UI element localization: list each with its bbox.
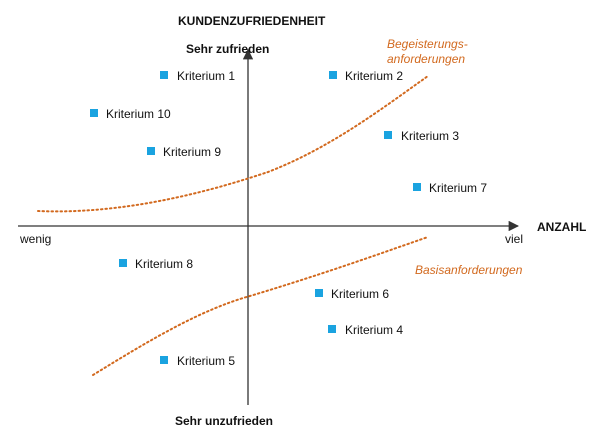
- criterion-label: Kriterium 4: [345, 323, 403, 337]
- left-axis-label: wenig: [19, 232, 51, 246]
- criterion-label: Kriterium 7: [429, 181, 487, 195]
- criterion-label: Kriterium 10: [106, 107, 171, 121]
- right-axis-label: viel: [505, 232, 523, 246]
- criterion-10: Kriterium 10: [90, 107, 171, 121]
- criterion-label: Kriterium 1: [177, 69, 235, 83]
- criterion-7: Kriterium 7: [413, 181, 487, 195]
- criterion-label: Kriterium 8: [135, 257, 193, 271]
- criterion-marker: [315, 289, 323, 297]
- criterion-marker: [328, 325, 336, 333]
- criterion-marker: [329, 71, 337, 79]
- criterion-3: Kriterium 3: [384, 129, 459, 143]
- criterion-8: Kriterium 8: [119, 257, 193, 271]
- criterion-6: Kriterium 6: [315, 287, 389, 301]
- criterion-4: Kriterium 4: [328, 323, 403, 337]
- bottom-axis-label: Sehr unzufrieden: [175, 414, 273, 428]
- criterion-label: Kriterium 9: [163, 145, 221, 159]
- x-axis-title: ANZAHL: [537, 220, 586, 234]
- criterion-1: Kriterium 1: [160, 69, 235, 83]
- criterion-marker: [90, 109, 98, 117]
- criterion-label: Kriterium 3: [401, 129, 459, 143]
- lower-curve-label: Basisanforderungen: [415, 263, 523, 277]
- criterion-5: Kriterium 5: [160, 354, 235, 368]
- criterion-label: Kriterium 5: [177, 354, 235, 368]
- criterion-marker: [413, 183, 421, 191]
- criterion-2: Kriterium 2: [329, 69, 403, 83]
- criterion-marker: [160, 356, 168, 364]
- lower-curve: [92, 236, 429, 376]
- diagram-title: KUNDENZUFRIEDENHEIT: [178, 14, 326, 28]
- criterion-marker: [147, 147, 155, 155]
- top-axis-label: Sehr zufrieden: [186, 42, 269, 56]
- criterion-9: Kriterium 9: [147, 145, 221, 159]
- criterion-label: Kriterium 6: [331, 287, 389, 301]
- criterion-marker: [160, 71, 168, 79]
- criterion-marker: [119, 259, 127, 267]
- criterion-label: Kriterium 2: [345, 69, 403, 83]
- criterion-marker: [384, 131, 392, 139]
- upper-curve: [37, 75, 429, 213]
- upper-curve-label-line2: anforderungen: [387, 52, 465, 66]
- upper-curve-label-line1: Begeisterungs-: [387, 37, 468, 51]
